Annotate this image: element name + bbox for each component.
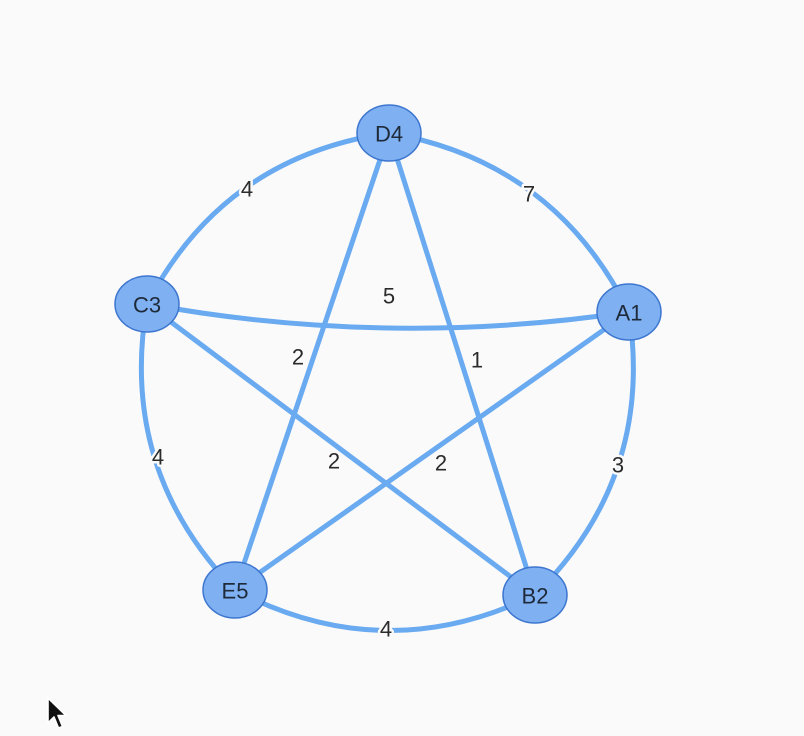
node-label: C3: [133, 293, 161, 318]
arrow-pointer-icon: [47, 697, 67, 729]
node-b2[interactable]: B2: [502, 566, 568, 624]
edge-c3-e5: [138, 301, 238, 593]
edge-weight-label: 2: [435, 451, 447, 476]
edges-layer: [138, 130, 636, 634]
node-c3[interactable]: C3: [114, 275, 180, 333]
edge-d4-c3: [144, 130, 392, 307]
edge-weight-label: 2: [292, 345, 304, 370]
node-a1[interactable]: A1: [596, 283, 662, 341]
edge-d4-b2: [386, 130, 538, 598]
node-label: E5: [222, 579, 249, 604]
node-circle[interactable]: [114, 275, 180, 333]
edge-weight-label: 4: [380, 617, 392, 642]
edge-c3-b2: [144, 301, 538, 598]
edge-weight-label: 3: [612, 453, 624, 478]
node-circle[interactable]: [202, 561, 268, 619]
node-label: A1: [616, 301, 643, 326]
node-circle[interactable]: [356, 104, 422, 162]
node-label: D4: [375, 122, 403, 147]
node-circle[interactable]: [596, 283, 662, 341]
edge-labels-layer: 7 4 5 2 1 4 2 2 3 4: [149, 174, 626, 644]
node-circle[interactable]: [502, 566, 568, 624]
edge-weight-label: 5: [383, 284, 395, 309]
edge-d4-a1: [386, 130, 632, 315]
edge-weight-label: 1: [471, 348, 483, 373]
edge-weight-label: 4: [152, 445, 164, 470]
edge-e5-b2: [232, 587, 538, 634]
edge-d4-e5: [232, 130, 392, 593]
node-e5[interactable]: E5: [202, 561, 268, 619]
node-label: B2: [522, 584, 549, 609]
edge-weight-label: 7: [523, 182, 535, 207]
edge-a1-e5: [232, 309, 632, 593]
edge-weight-label: 4: [241, 177, 253, 202]
node-d4[interactable]: D4: [356, 104, 422, 162]
edge-weight-label: 2: [328, 449, 340, 474]
edge-c3-a1: [144, 301, 632, 331]
edge-a1-b2: [532, 309, 636, 598]
